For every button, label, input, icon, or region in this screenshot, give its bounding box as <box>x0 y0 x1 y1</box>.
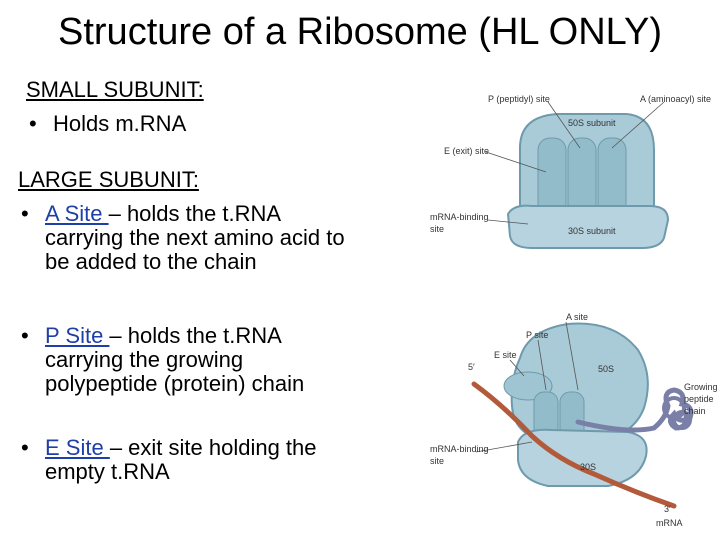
a-site-line1: – holds the t.RNA <box>108 201 282 226</box>
p-site-line1: – holds the t.RNA <box>109 323 282 348</box>
p-site-line3: polypeptide (protein) chain <box>45 371 305 396</box>
e-site-bullet: • E Site – exit site holding the empty t… <box>18 436 345 484</box>
bullet-icon: • <box>21 435 29 460</box>
small-subunit-text: Holds m.RNA <box>53 111 187 136</box>
e-slot <box>537 137 567 217</box>
small-subunit-shape <box>506 204 670 249</box>
p-site-link[interactable]: P Site <box>45 323 110 348</box>
small-subunit-section: SMALL SUBUNIT: • Holds m.RNA <box>26 78 204 136</box>
small-subunit-bullet: • Holds m.RNA <box>26 112 204 136</box>
e-site-line1: – exit site holding the <box>109 435 317 460</box>
p-site-line2: carrying the growing <box>45 347 244 372</box>
label-mrna-binding-1: mRNA-binding <box>430 444 489 454</box>
a-site-bullet: • A Site – holds the t.RNA carrying the … <box>18 202 345 274</box>
label-three-prime: 3′ <box>664 504 671 514</box>
mrna-strand <box>471 381 677 509</box>
label-mrna-binding-2: site <box>430 224 444 234</box>
label-30s-subunit: 30S subunit <box>568 226 616 236</box>
label-a-aminoacyl-site: A (aminoacyl) site <box>640 94 711 104</box>
label-e-exit-site: E (exit) site <box>444 146 489 156</box>
label-mrna-binding-1: mRNA-binding <box>430 212 489 222</box>
label-five-prime: 5′ <box>468 362 475 372</box>
label-a-site: A site <box>566 312 588 322</box>
a-slot <box>597 137 627 217</box>
p-slot <box>567 137 597 217</box>
page-title: Structure of a Ribosome (HL ONLY) <box>58 11 662 53</box>
label-30s: 30S <box>580 462 596 472</box>
label-peptide: peptide <box>684 394 714 404</box>
label-mrna-binding-2: site <box>430 456 444 466</box>
label-p-peptidyl-site: P (peptidyl) site <box>488 94 550 104</box>
bullet-icon: • <box>21 201 29 226</box>
label-p-site: P site <box>526 330 548 340</box>
e-site-line2: empty t.RNA <box>45 459 170 484</box>
a-site-line2: carrying the next amino acid to <box>45 225 345 250</box>
large-subunit-section: LARGE SUBUNIT: • A Site – holds the t.RN… <box>18 168 345 484</box>
small-30s-shape <box>517 428 648 487</box>
ribosome-diagram-bottom: A site P site E site 5′ 50S Growing pept… <box>430 312 718 528</box>
large-subunit-heading: LARGE SUBUNIT: <box>18 167 199 192</box>
label-chain: chain <box>684 406 706 416</box>
ribosome-diagram-top: P (peptidyl) site A (aminoacyl) site 50S… <box>430 94 711 249</box>
a-site-link[interactable]: A Site <box>45 201 109 226</box>
label-e-site: E site <box>494 350 517 360</box>
a-site-line3: be added to the chain <box>45 249 257 274</box>
bullet-icon: • <box>21 323 29 348</box>
label-50s: 50S <box>598 364 614 374</box>
label-50s-subunit: 50S subunit <box>568 118 616 128</box>
e-site-link[interactable]: E Site <box>45 435 110 460</box>
label-mrna: mRNA <box>656 518 683 528</box>
bullet-icon: • <box>29 111 37 136</box>
small-subunit-heading: SMALL SUBUNIT: <box>26 77 204 102</box>
label-growing: Growing <box>684 382 718 392</box>
p-site-bullet: • P Site – holds the t.RNA carrying the … <box>18 324 345 396</box>
